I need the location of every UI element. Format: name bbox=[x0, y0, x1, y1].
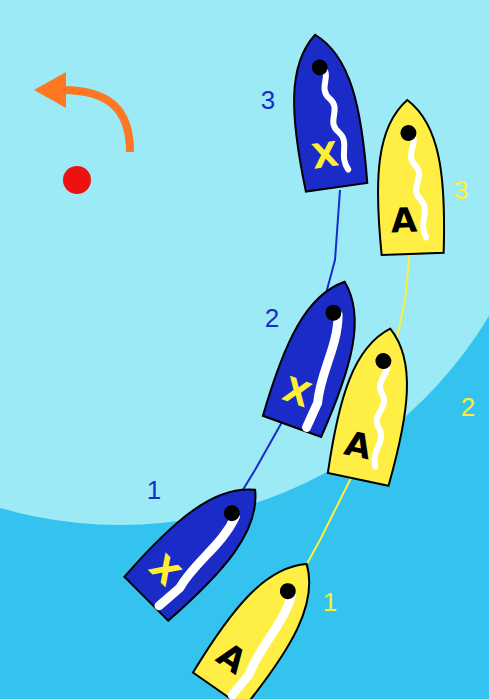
callout-number: 3 bbox=[454, 177, 468, 203]
yellow-boat bbox=[375, 99, 446, 255]
sail-letter: A bbox=[391, 203, 418, 238]
callout-number: 2 bbox=[265, 305, 279, 331]
yellow-boat bbox=[326, 322, 422, 486]
callout-number: 2 bbox=[461, 394, 475, 420]
zone-circle bbox=[0, 0, 489, 525]
rounding-arrow bbox=[34, 72, 130, 152]
blue-boat bbox=[283, 30, 369, 192]
callout-number: 1 bbox=[147, 477, 161, 503]
yellow-boat bbox=[192, 545, 334, 699]
sail-letter: X bbox=[310, 136, 341, 173]
mark bbox=[63, 166, 91, 194]
callout-number: 1 bbox=[323, 589, 337, 615]
callout-number: 3 bbox=[261, 87, 275, 113]
